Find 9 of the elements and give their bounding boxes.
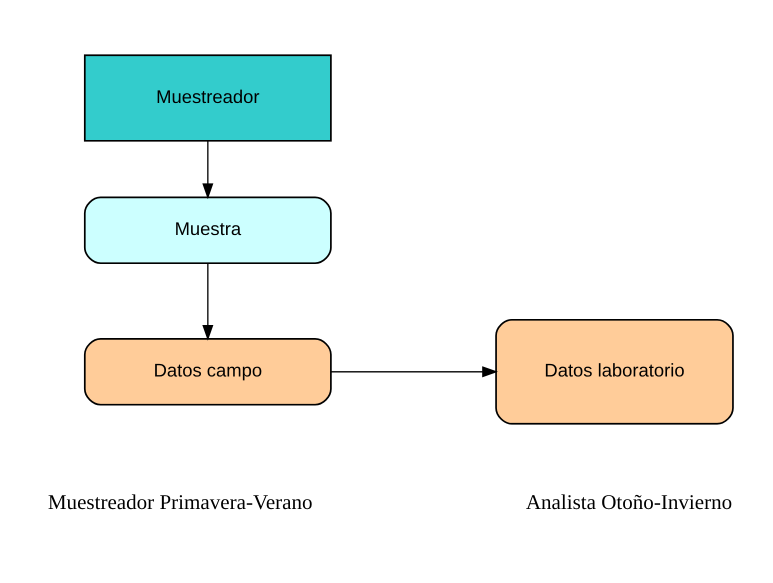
node-label: Analista Otoño-Invierno [526,490,732,514]
node-box: Datos campo [84,338,332,406]
arrow [202,141,214,200]
node-box: Muestreador [84,54,332,142]
node-box: Datos laboratorio [495,318,734,425]
arrow [330,366,498,378]
arrow [202,263,214,341]
node-box: Muestra [84,196,332,264]
node-label: Muestreador Primavera-Verano [48,490,313,514]
